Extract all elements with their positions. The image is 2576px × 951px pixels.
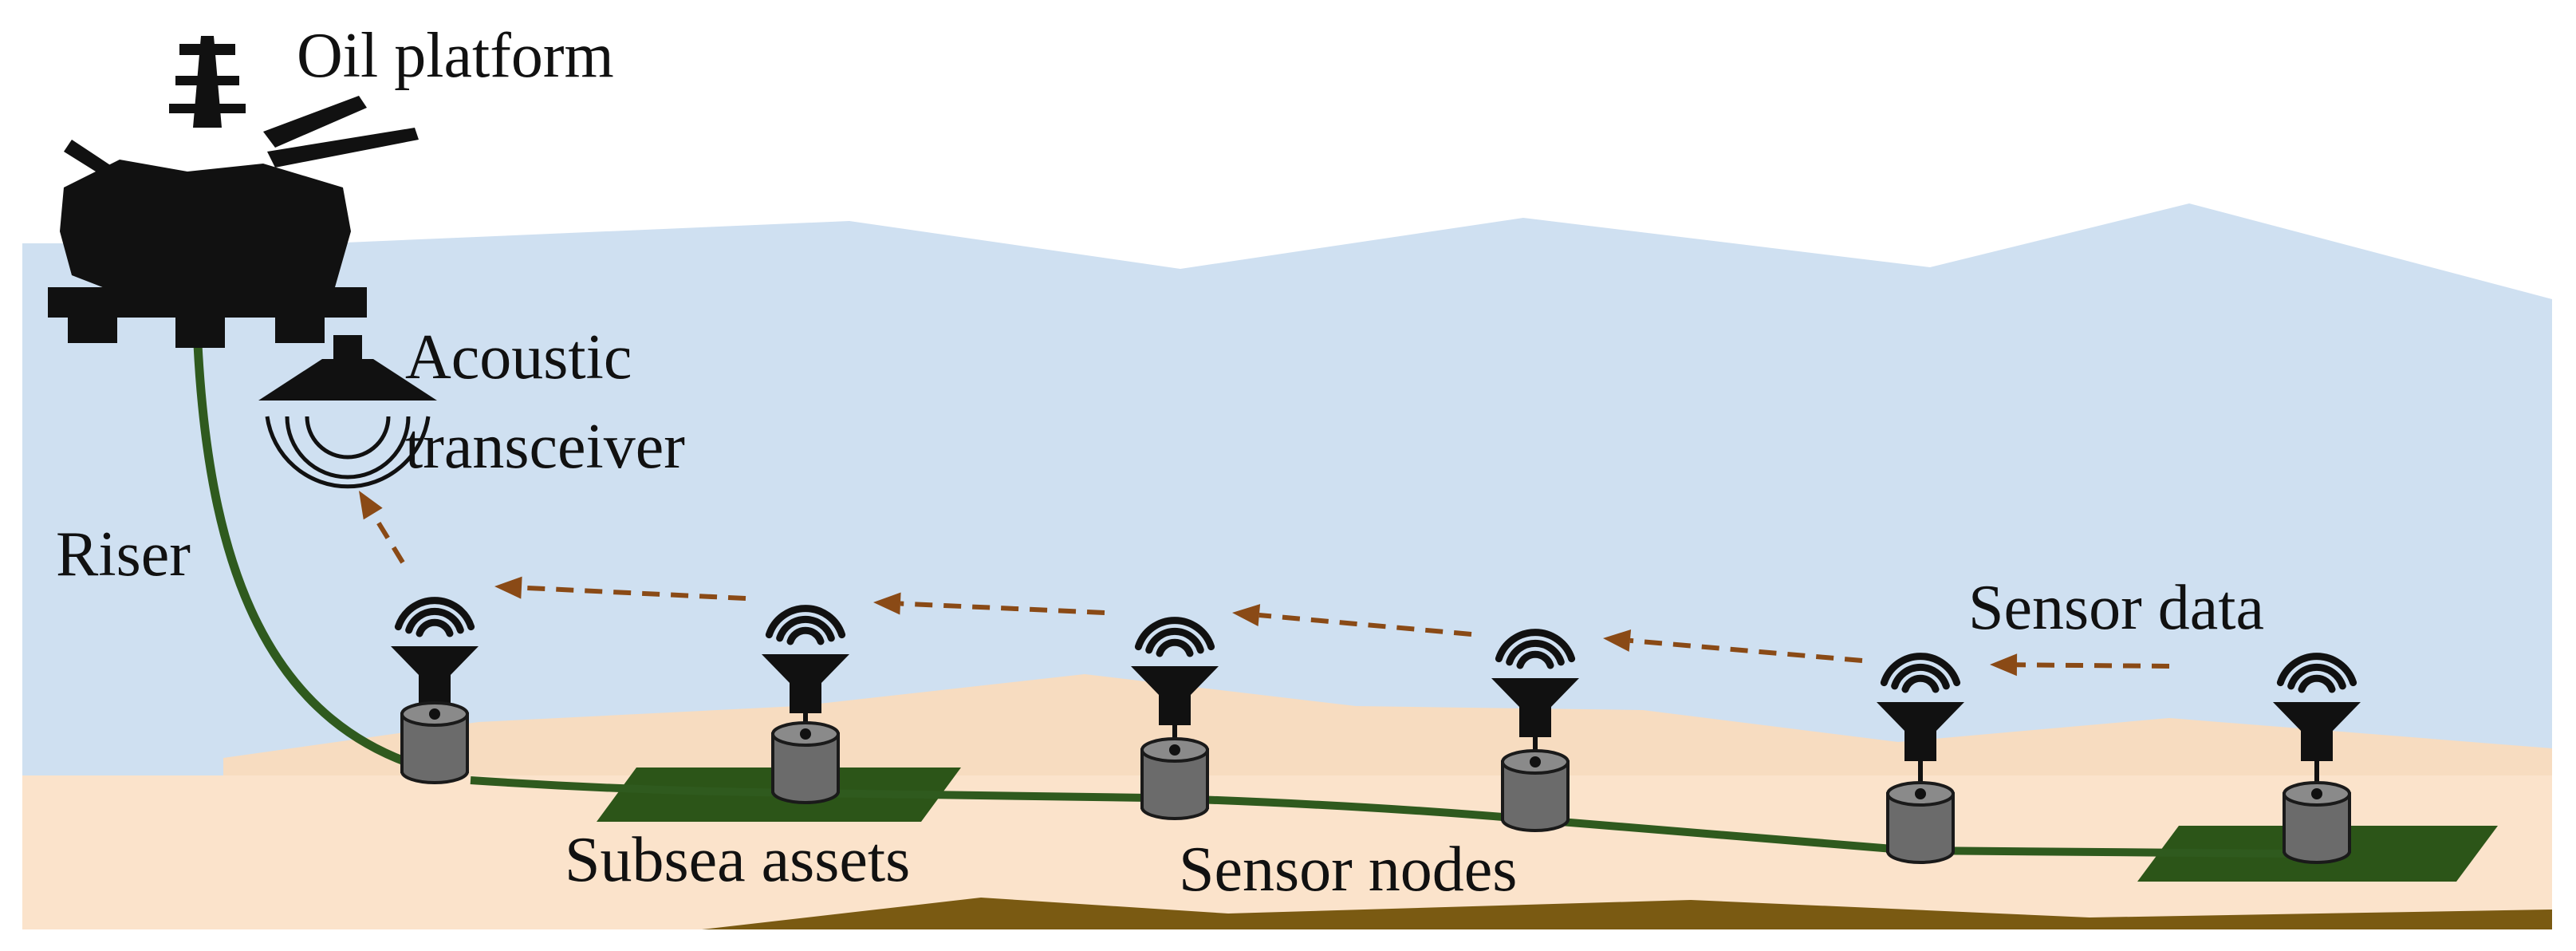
dashed-arrow-icon xyxy=(1232,604,1472,637)
dashed-arrow-icon xyxy=(1990,653,2170,677)
wifi-signal-icon xyxy=(765,605,846,645)
acoustic-transceiver-icon xyxy=(258,335,437,489)
sensor-node-icon xyxy=(762,605,849,804)
dashed-arrow-icon xyxy=(1603,629,1863,663)
sensor-data-label: Sensor data xyxy=(1968,573,2265,643)
wifi-signal-icon xyxy=(1495,629,1576,669)
oil-platform-label: Oil platform xyxy=(297,21,614,91)
sea-area xyxy=(22,203,2552,782)
acoustic-transceiver-label-line1: Acoustic xyxy=(405,322,632,393)
oil-platform-icon xyxy=(48,36,419,348)
sensor-node-icon xyxy=(1877,653,1964,864)
sensor-nodes-label: Sensor nodes xyxy=(1179,835,1518,905)
wifi-signal-icon xyxy=(394,597,475,637)
dashed-arrow-icon xyxy=(494,576,746,601)
sensor-node-icon xyxy=(2273,653,2361,864)
wifi-signal-icon xyxy=(1134,617,1215,657)
dashed-arrow-icon xyxy=(359,491,405,564)
acoustic-transceiver-label-line2: transceiver xyxy=(405,412,685,482)
sensor-node-group xyxy=(391,597,2361,864)
subsea-assets-label: Subsea assets xyxy=(565,825,911,895)
seabed-sediment xyxy=(702,898,2552,929)
dashed-arrow-icon xyxy=(873,592,1105,615)
sensor-node-icon xyxy=(391,597,479,784)
sensor-node-icon xyxy=(1491,629,1579,832)
riser-cable xyxy=(193,344,448,779)
wifi-signal-icon xyxy=(1880,653,1961,693)
sensor-node-icon xyxy=(1131,617,1219,820)
wifi-signal-icon xyxy=(2276,653,2357,693)
sensor-data-arrows xyxy=(359,491,2170,677)
riser-label: Riser xyxy=(56,519,191,590)
